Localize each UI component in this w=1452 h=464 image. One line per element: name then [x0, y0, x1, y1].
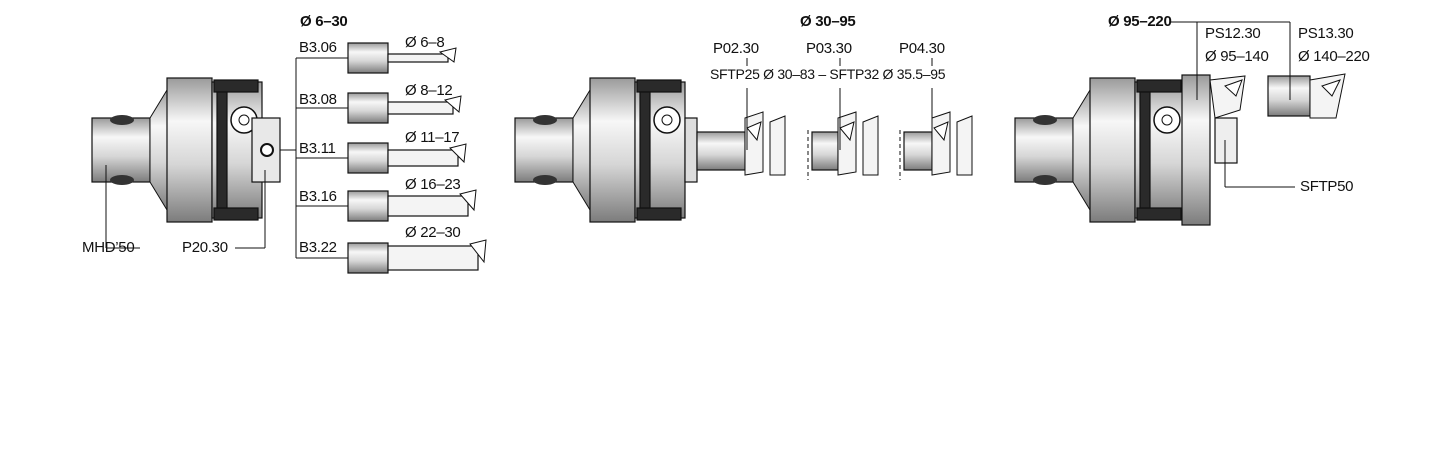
cutting-insert-icon — [1321, 79, 1341, 97]
group-title-medium: Ø 30–95 — [800, 13, 856, 30]
bar-code: B3.16 — [299, 188, 337, 205]
cutting-insert-icon — [459, 189, 477, 212]
bar-range: Ø 6–8 — [405, 34, 445, 51]
small-head-shank — [91, 117, 151, 183]
holder-code: P04.30 — [899, 40, 945, 57]
bar-range: Ø 8–12 — [405, 82, 453, 99]
boring-bar-shank — [347, 190, 389, 222]
medium-head-body — [589, 77, 636, 223]
slide-rail — [213, 207, 259, 221]
holder-code: P02.30 — [713, 40, 759, 57]
bar-code: B3.22 — [299, 239, 337, 256]
holder-head — [744, 111, 764, 176]
shank-groove — [533, 115, 557, 125]
holder-side-view — [862, 115, 879, 176]
label-insert: SFTP50 — [1300, 178, 1354, 195]
boring-bar-shank — [347, 142, 389, 174]
cutting-insert-icon — [933, 121, 949, 142]
cutting-insert-icon — [449, 143, 467, 164]
small-head-body — [166, 77, 213, 223]
slide-rail — [1136, 207, 1182, 221]
cutting-insert-icon — [746, 121, 762, 142]
slide-range: Ø 140–220 — [1298, 48, 1370, 65]
shank-groove — [1033, 175, 1057, 185]
large-head-shank — [1014, 117, 1074, 183]
shank-groove — [1033, 115, 1057, 125]
dial-center — [238, 114, 250, 126]
bar-code: B3.08 — [299, 91, 337, 108]
medium-head-taper — [572, 88, 591, 212]
bar-range: Ø 11–17 — [405, 129, 460, 146]
boring-bar — [387, 245, 479, 271]
boring-bar-shank — [347, 92, 389, 124]
slide-range: Ø 95–140 — [1205, 48, 1269, 65]
group-title-large: Ø 95–220 — [1108, 13, 1172, 30]
boring-bar — [387, 149, 459, 167]
cutting-insert-icon — [443, 95, 462, 113]
slide-code: PS13.30 — [1298, 25, 1354, 42]
slide-rail — [1136, 79, 1182, 93]
dial-center — [1161, 114, 1173, 126]
slide-gib — [639, 91, 651, 209]
slide-rail — [213, 79, 259, 93]
boring-bar-shank — [347, 42, 389, 74]
insert-carrier — [1214, 117, 1238, 164]
insert-note: SFTP25 Ø 30–83 – SFTP32 Ø 35.5–95 — [710, 66, 946, 82]
label-adapter: P20.30 — [182, 239, 228, 256]
boring-bar — [387, 53, 449, 63]
shank-groove — [533, 175, 557, 185]
slide-rail — [636, 207, 682, 221]
boring-bar — [387, 195, 469, 217]
holder-mount — [684, 117, 698, 183]
slide-rail — [636, 79, 682, 93]
adjustment-dial-icon — [1153, 106, 1181, 134]
holder-side-view — [956, 115, 973, 176]
cutting-insert-icon — [469, 239, 487, 264]
insert-holder — [811, 131, 839, 171]
adjustment-dial-icon — [653, 106, 681, 134]
bar-range: Ø 16–23 — [405, 176, 461, 193]
insert-holder — [903, 131, 933, 171]
shank-groove — [110, 175, 134, 185]
slide-code: PS12.30 — [1205, 25, 1261, 42]
slide-gib — [216, 91, 228, 209]
holder-head — [931, 111, 951, 176]
bar-range: Ø 22–30 — [405, 224, 461, 241]
large-head-body — [1089, 77, 1136, 223]
bar-code: B3.11 — [299, 140, 336, 157]
holder-head — [837, 111, 857, 176]
group-title-small: Ø 6–30 — [300, 13, 348, 30]
dial-center — [661, 114, 673, 126]
slide-ps12 — [1181, 74, 1211, 226]
adapter-screw — [260, 143, 274, 157]
cutting-insert-icon — [839, 121, 855, 142]
slide-gib — [1139, 91, 1151, 209]
slide-ps13 — [1267, 75, 1311, 117]
boring-bar-shank — [347, 242, 389, 274]
large-head-taper — [1072, 88, 1091, 212]
small-head-taper — [149, 88, 168, 212]
holder-code: P03.30 — [806, 40, 852, 57]
cutting-insert-icon — [1224, 79, 1243, 97]
shank-groove — [110, 115, 134, 125]
bar-code: B3.06 — [299, 39, 337, 56]
medium-head-shank — [514, 117, 574, 183]
holder-side-view — [769, 115, 786, 176]
cutting-insert-icon — [438, 47, 457, 63]
boring-bar — [387, 101, 454, 115]
label-body: MHD’50 — [82, 239, 135, 256]
insert-holder — [696, 131, 746, 171]
